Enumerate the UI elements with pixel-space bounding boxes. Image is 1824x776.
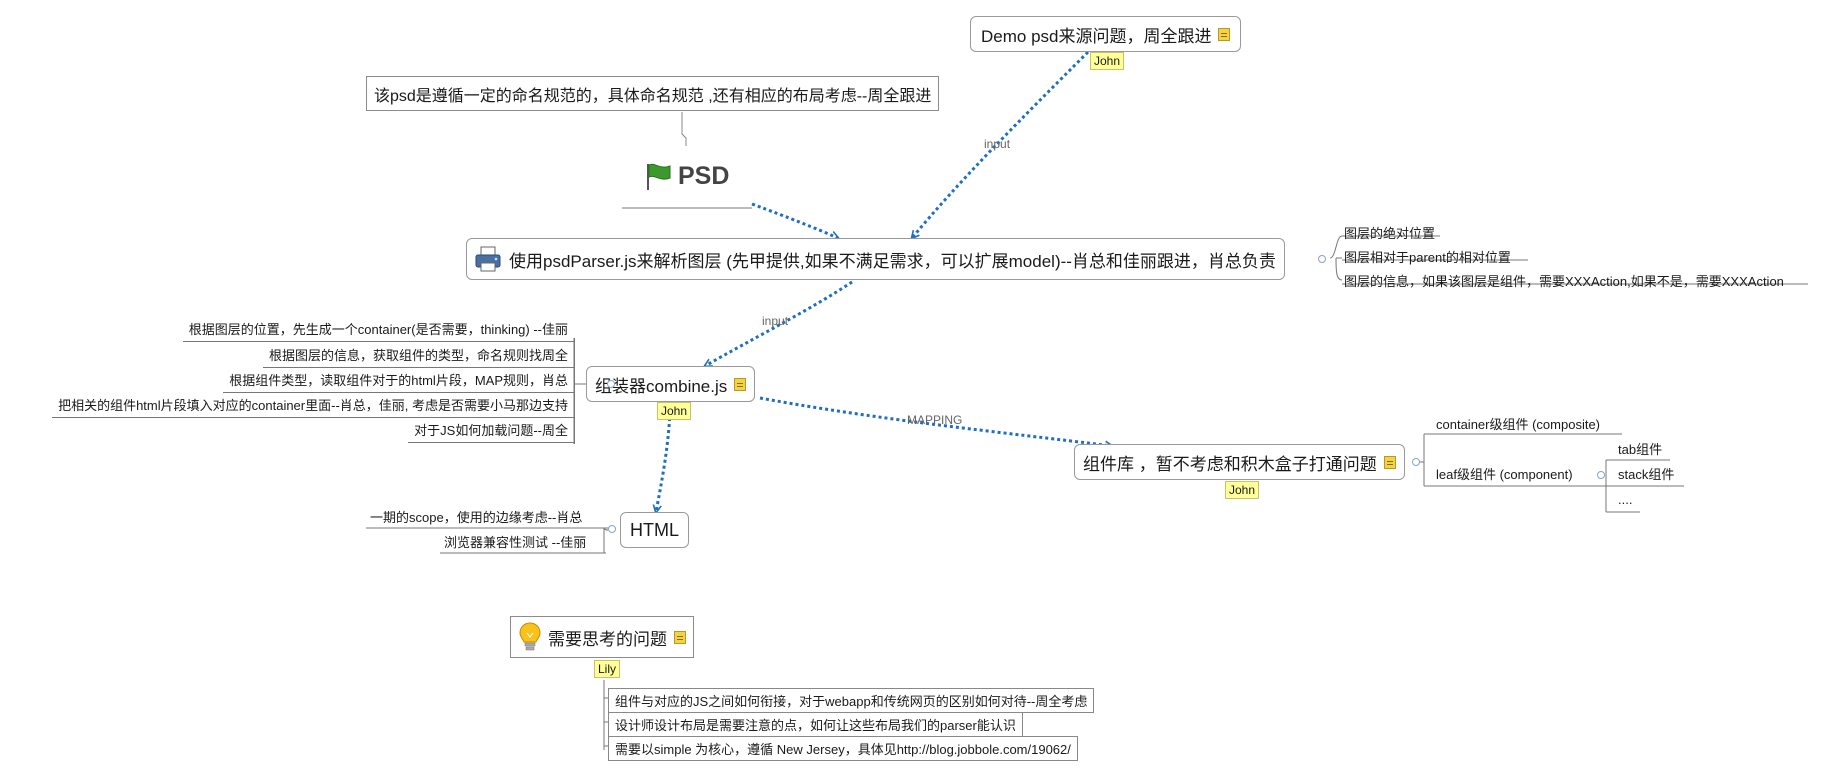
topic-psd-label: PSD (678, 161, 730, 190)
edge-combine-to-library (759, 396, 1112, 446)
question-child-2: 设计师设计布局是需要注意的点，如何让这些布局我们的parser能认识 (608, 712, 1023, 737)
edge-parser-to-combine (705, 280, 853, 366)
parser-child-3: 图层的信息，如果该图层是组件，需要XXXAction,如果不是，需要XXXAct… (1344, 274, 1784, 289)
combine-branch (573, 338, 586, 444)
topic-html[interactable]: HTML (620, 512, 689, 548)
tag-demo-owner: John (1090, 52, 1125, 70)
question-child-1: 组件与对应的JS之间如何衔接，对于webapp和传统网页的区别如何对待--周全考… (608, 688, 1095, 713)
printer-icon (475, 246, 501, 272)
topic-parser-label: 使用psdParser.js来解析图层 (先甲提供,如果不满足需求，可以扩展mo… (509, 251, 1276, 271)
combine-child-5: 对于JS如何加载问题--周全 (408, 423, 574, 443)
topic-demo[interactable]: Demo psd来源问题，周全跟进 (970, 16, 1242, 52)
html-collapse-toggle[interactable] (608, 525, 616, 533)
edge-psd-to-parser (751, 202, 838, 238)
topic-component-library-label: 组件库 ，暂不考虑和积木盒子打通问题 (1083, 454, 1377, 474)
edge-label-mapping: MAPPING (907, 413, 963, 427)
combine-child-3: 根据组件类型，读取组件对于的html片段，MAP规则，肖总 (223, 373, 574, 393)
topic-questions[interactable]: 需要思考的问题 (510, 616, 694, 658)
psd-callout[interactable]: 该psd是遵循一定的命名规范的，具体命名规范 ,还有相应的布局考虑--周全跟进 (366, 76, 940, 111)
html-child-1: 一期的scope，使用的边缘考虑--肖总 (370, 510, 583, 525)
combine-collapse-toggle[interactable] (607, 380, 615, 388)
component-collapse-toggle[interactable] (1412, 458, 1420, 466)
edge-label-input-2: input (762, 314, 789, 328)
html-child-2: 浏览器兼容性测试 --佳丽 (444, 535, 587, 550)
note-icon[interactable] (1383, 455, 1396, 469)
topic-combine-label: 组装器combine.js (595, 376, 728, 396)
leaf-child-1: tab组件 (1618, 442, 1663, 457)
note-icon[interactable] (674, 630, 686, 644)
html-branch (603, 527, 609, 553)
psd-note-line (681, 112, 687, 146)
topic-demo-label: Demo psd来源问题，周全跟进 (981, 26, 1212, 46)
leaf-child-2: stack组件 (1618, 467, 1675, 482)
tag-combine-owner: John (657, 402, 692, 420)
edge-combine-to-html (656, 411, 672, 512)
topic-html-label: HTML (630, 519, 679, 540)
psd-callout-label: 该psd是遵循一定的命名规范的，具体命名规范 ,还有相应的布局考虑--周全跟进 (374, 87, 932, 105)
topic-psd[interactable]: PSD (642, 158, 729, 194)
combine-child-1: 根据图层的位置，先生成一个container(是否需要，thinking) --… (182, 322, 574, 342)
topic-parser[interactable]: 使用psdParser.js来解析图层 (先甲提供,如果不满足需求，可以扩展mo… (466, 238, 1285, 280)
note-icon[interactable] (1218, 27, 1231, 41)
parser-child-1: 图层的绝对位置 (1344, 226, 1436, 241)
question-child-3: 需要以simple 为核心，遵循 New Jersey，具体见http://bl… (608, 736, 1078, 761)
combine-child-4: 把相关的组件html片段填入对应的container里面--肖总，佳丽, 考虑是… (52, 398, 574, 418)
parser-collapse-toggle[interactable] (1318, 255, 1326, 263)
green-flag-icon (647, 163, 671, 190)
topic-combine[interactable]: 组装器combine.js (586, 366, 756, 402)
edge-demo-to-parser (912, 50, 1090, 238)
leaf-collapse-toggle[interactable] (1597, 471, 1605, 479)
lightbulb-icon (519, 622, 541, 651)
component-child-container: container级组件 (composite) (1436, 417, 1600, 432)
topic-component-library[interactable]: 组件库 ，暂不考虑和积木盒子打通问题 (1074, 444, 1405, 480)
parser-branch (1329, 235, 1343, 281)
combine-branch-connector (574, 338, 575, 444)
tag-component-owner: John (1225, 481, 1260, 499)
topic-questions-label: 需要思考的问题 (548, 629, 667, 649)
component-child-leaf: leaf级组件 (component) (1436, 467, 1573, 482)
leaf-child-3: .... (1618, 492, 1633, 507)
note-icon[interactable] (734, 377, 747, 391)
edge-label-input-1: input (984, 137, 1011, 151)
combine-child-2: 根据图层的信息，获取组件的类型，命名规则找周全 (262, 348, 574, 368)
tag-questions-owner: Lily (594, 660, 621, 678)
parser-child-2: 图层相对于parent的相对位置 (1344, 250, 1511, 265)
